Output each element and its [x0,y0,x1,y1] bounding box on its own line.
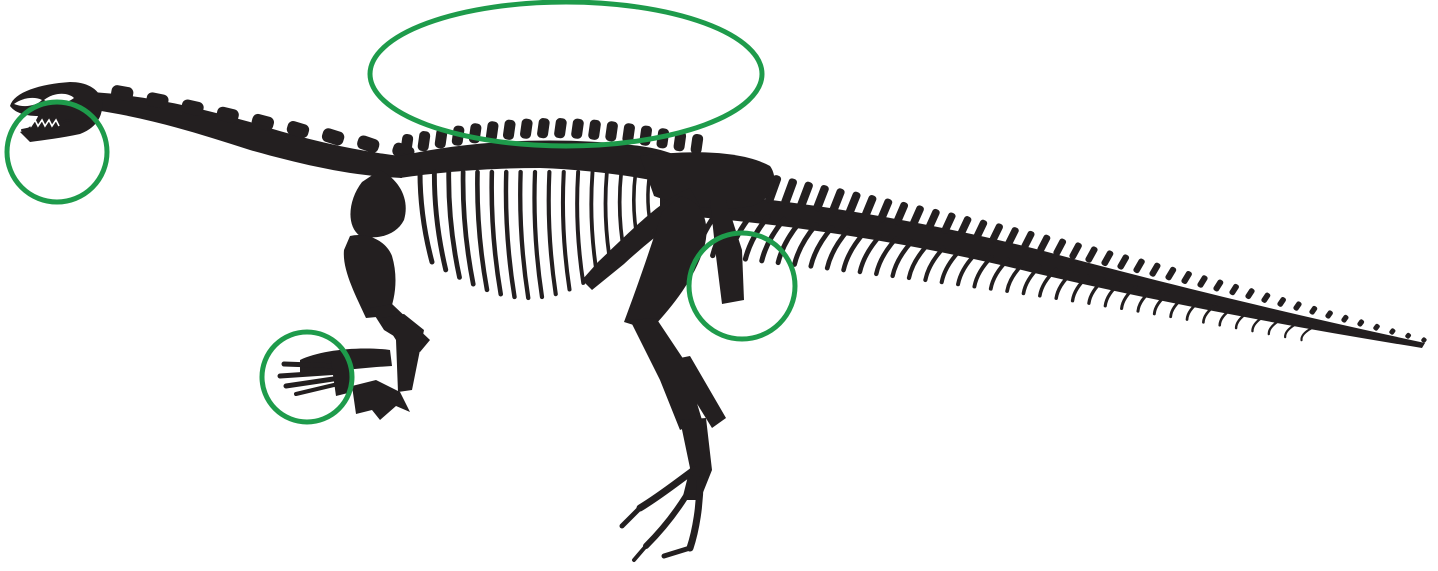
tail-neural-spine [1373,323,1381,331]
rib [449,172,460,277]
tail-neural-spine [780,177,798,206]
rib [591,172,597,275]
tail-neural-spine [1084,245,1098,263]
tail-neural-spine [1116,253,1130,270]
tail-neural-spine [1292,301,1302,312]
rib [549,172,556,294]
rib [577,172,583,283]
tail-neural-spine [1244,287,1255,300]
tail-neural-spine [1100,249,1114,267]
rib [520,172,528,298]
dorsal-spine [537,117,551,138]
neck [92,84,416,178]
tail-neural-spine [1389,328,1397,336]
tail-neural-spine [1212,279,1224,293]
rib [463,172,473,284]
tail-chevron [925,247,944,280]
tail-neural-spine [1308,305,1318,316]
tail-neural-spine [1340,314,1349,323]
dorsal-spine [519,118,533,139]
dorsal-spine [588,119,602,140]
tail-chevron [1301,328,1312,340]
rib [506,172,515,297]
dorsal-spine [605,121,619,142]
rib [420,172,432,262]
tail-neural-spine [1356,318,1364,327]
tail-neural-spine [796,181,814,210]
tail-neural-spine [1036,234,1051,254]
rib [492,172,501,294]
tail-neural-spine [1276,296,1286,308]
tail-neural-spine [1004,226,1019,247]
tail-neural-spine [1052,238,1067,257]
tail-neural-spine [1405,332,1412,339]
tail-neural-spine [1324,309,1333,319]
dorsal-spine [639,125,653,146]
rib [477,172,487,290]
tail-neural-spine [1132,258,1145,275]
tail-neural-spine [1180,270,1192,285]
dorsal-spine [690,133,704,154]
rib-cage [420,172,652,298]
dorsal-spine [502,119,516,140]
tail-chevron [1285,324,1296,337]
tail-neural-spine [1260,292,1271,304]
tail [660,161,1427,348]
tail-chevron [942,250,960,282]
rib [434,172,445,270]
forelimb [300,170,430,392]
dorsal-spine [571,118,585,139]
tail-neural-spine [1196,274,1208,288]
tail-neural-spine [1068,241,1082,260]
dorsal-spine [554,117,568,138]
tail-chevron [958,253,976,284]
rib [534,172,542,297]
tail-neural-spine [1148,262,1161,278]
tail-neural-spine [1228,283,1239,296]
tail-neural-spine [1164,266,1177,281]
rib [563,172,570,289]
dorsal-spine [417,130,431,151]
tail-neural-spine [1020,230,1035,251]
